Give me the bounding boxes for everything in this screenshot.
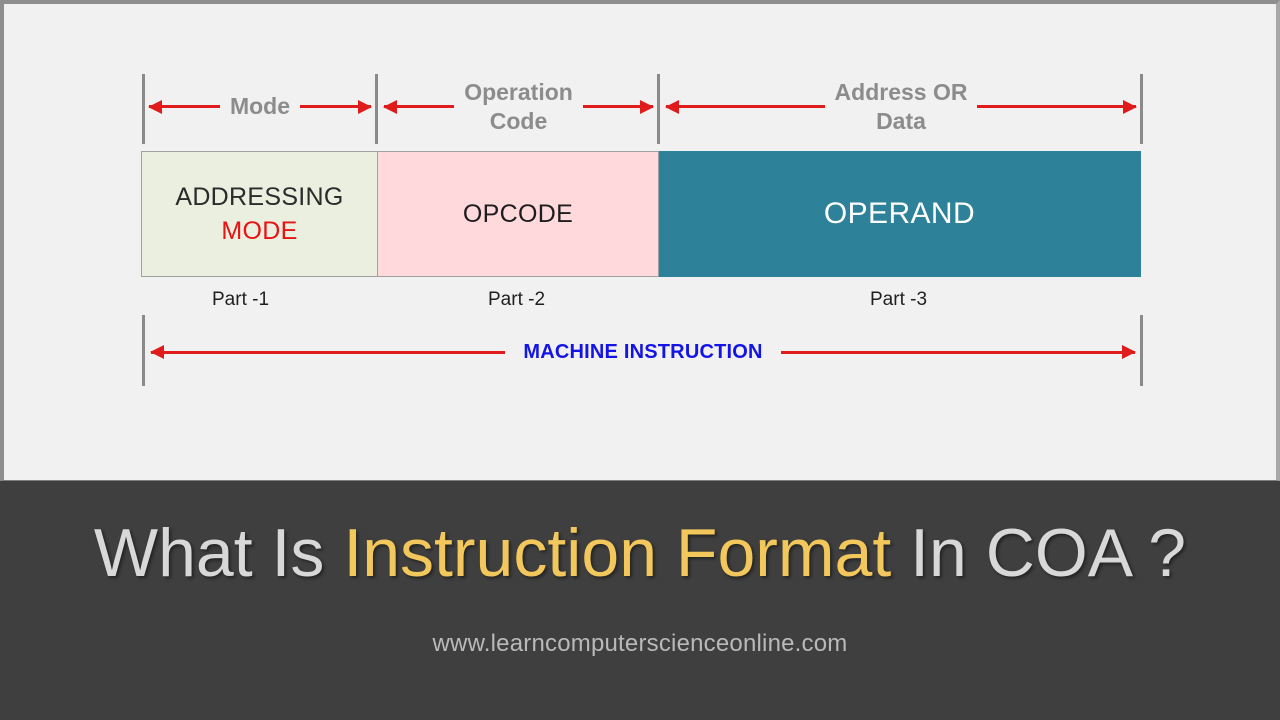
machine-instruction-label: MACHINE INSTRUCTION	[523, 340, 763, 363]
arrow-right-mode	[300, 99, 372, 114]
tick-mark-opcode-operand	[657, 74, 660, 144]
arrow-left-operation-code	[382, 99, 455, 114]
operand-segment: OPERAND	[659, 151, 1141, 277]
slide-content: Mode Operation Code Address OR Data ADDR…	[4, 4, 1280, 485]
title-footer: What Is Instruction Format In COA ? www.…	[0, 482, 1280, 720]
tick-mark-instruction-left	[142, 315, 145, 386]
tick-mark-mode-opcode	[375, 74, 378, 144]
instruction-format-bar: ADDRESSING MODE OPCODE OPERAND	[141, 151, 1141, 277]
address-or-data-annotation: Address OR Data	[662, 69, 1140, 144]
part-2-label: Part -2	[488, 289, 546, 310]
mode-annotation-label: Mode	[229, 93, 291, 120]
addressing-mode-line1: ADDRESSING	[175, 182, 344, 211]
opcode-label: OPCODE	[462, 199, 574, 228]
slide-panel: Mode Operation Code Address OR Data ADDR…	[0, 0, 1280, 481]
machine-instruction-row: MACHINE INSTRUCTION	[149, 334, 1137, 370]
arrow-left-machine-instruction	[149, 345, 506, 359]
page-title: What Is Instruction Format In COA ?	[0, 514, 1280, 592]
addressing-mode-segment: ADDRESSING MODE	[141, 151, 378, 277]
part-1-label: Part -1	[212, 289, 270, 310]
website-url: www.learncomputerscienceonline.com	[432, 630, 848, 657]
operation-code-annotation-label: Operation Code	[464, 79, 573, 134]
arrow-left-mode	[148, 99, 220, 114]
arrow-left-address-or-data	[665, 99, 825, 114]
tick-mark-instruction-right	[1140, 315, 1143, 386]
addressing-mode-line2: MODE	[221, 216, 298, 245]
page-title-part1: What Is	[93, 515, 344, 591]
arrow-right-operation-code	[582, 99, 655, 114]
operation-code-annotation: Operation Code	[380, 69, 657, 144]
page-title-highlight: Instruction Format	[343, 515, 892, 591]
operand-label: OPERAND	[823, 197, 976, 230]
address-or-data-annotation-label: Address OR Data	[834, 79, 968, 134]
page-title-part3: In COA ?	[891, 515, 1187, 591]
tick-mark-right	[1140, 74, 1143, 144]
tick-mark-left	[142, 74, 145, 144]
arrow-right-machine-instruction	[780, 345, 1137, 359]
arrow-right-address-or-data	[977, 99, 1137, 114]
opcode-segment: OPCODE	[378, 151, 659, 277]
mode-annotation: Mode	[145, 69, 375, 144]
part-3-label: Part -3	[870, 289, 928, 310]
